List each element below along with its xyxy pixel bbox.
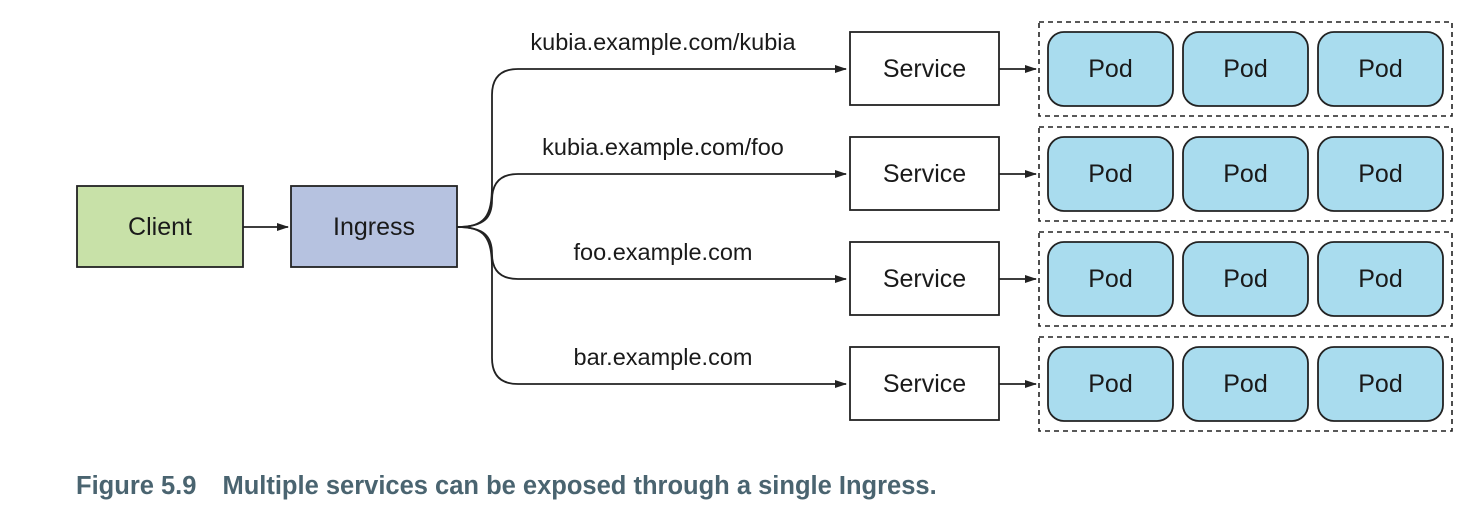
route-4-connector bbox=[456, 226, 847, 388]
route-3-pod-3-label: Pod bbox=[1358, 265, 1402, 293]
route-2-connector bbox=[456, 170, 847, 228]
ingress-label: Ingress bbox=[333, 213, 415, 241]
route-4-pod-1 bbox=[1047, 346, 1174, 422]
route-3-pod-3 bbox=[1317, 241, 1444, 317]
route-4-service-box bbox=[849, 346, 1000, 421]
route-3-pod-group bbox=[1038, 231, 1453, 327]
route-1-pod-3-label: Pod bbox=[1358, 55, 1402, 83]
route-4-pod-2-label: Pod bbox=[1223, 370, 1267, 398]
client-box bbox=[76, 185, 244, 268]
route-3: foo.example.com Service Pod Pod Pod bbox=[456, 226, 1453, 327]
route-3-pod-2 bbox=[1182, 241, 1309, 317]
ingress-box bbox=[290, 185, 458, 268]
route-3-pod-1 bbox=[1047, 241, 1174, 317]
figure-caption: Figure 5.9 Multiple services can be expos… bbox=[76, 472, 937, 501]
route-4-pod-3 bbox=[1317, 346, 1444, 422]
route-4-pod-2 bbox=[1182, 346, 1309, 422]
client-label: Client bbox=[128, 213, 192, 241]
route-1-pod-group bbox=[1038, 21, 1453, 117]
route-3-service-label: Service bbox=[883, 265, 966, 293]
route-2-pod-2 bbox=[1182, 136, 1309, 212]
route-3-pod-1-label: Pod bbox=[1088, 265, 1132, 293]
route-2-rule: kubia.example.com/foo bbox=[542, 134, 784, 160]
route-4-rule: bar.example.com bbox=[574, 344, 753, 370]
route-2-service-label: Service bbox=[883, 160, 966, 188]
route-2-pod-1-label: Pod bbox=[1088, 160, 1132, 188]
ingress-routing-diagram: Client Ingress kubia.example.com/kubia S… bbox=[76, 21, 1453, 432]
route-4: bar.example.com Service Pod Pod Pod bbox=[456, 226, 1453, 432]
route-1: kubia.example.com/kubia Service Pod Pod … bbox=[456, 21, 1453, 228]
route-4-pod-group bbox=[1038, 336, 1453, 432]
route-1-pod-3 bbox=[1317, 31, 1444, 107]
route-2-pod-group bbox=[1038, 126, 1453, 222]
route-2: kubia.example.com/foo Service Pod Pod Po… bbox=[456, 126, 1453, 228]
route-3-pod-2-label: Pod bbox=[1223, 265, 1267, 293]
route-1-pod-1-label: Pod bbox=[1088, 55, 1132, 83]
figure-number: Figure 5.9 bbox=[76, 472, 197, 500]
route-1-pod-2 bbox=[1182, 31, 1309, 107]
route-2-pod-3 bbox=[1317, 136, 1444, 212]
route-2-pod-3-label: Pod bbox=[1358, 160, 1402, 188]
route-1-service-box bbox=[849, 31, 1000, 106]
figure-caption-text: Multiple services can be exposed through… bbox=[222, 472, 937, 500]
route-1-service-label: Service bbox=[883, 55, 966, 83]
route-1-pod-2-label: Pod bbox=[1223, 55, 1267, 83]
route-2-service-box bbox=[849, 136, 1000, 211]
route-2-pod-2-label: Pod bbox=[1223, 160, 1267, 188]
route-4-service-label: Service bbox=[883, 370, 966, 398]
client-node: Client bbox=[76, 185, 244, 268]
route-3-rule: foo.example.com bbox=[574, 239, 753, 265]
route-2-pod-1 bbox=[1047, 136, 1174, 212]
route-4-pod-3-label: Pod bbox=[1358, 370, 1402, 398]
route-3-service-box bbox=[849, 241, 1000, 316]
route-1-pod-1 bbox=[1047, 31, 1174, 107]
route-4-pod-1-label: Pod bbox=[1088, 370, 1132, 398]
route-1-rule: kubia.example.com/kubia bbox=[530, 29, 796, 55]
ingress-node: Ingress bbox=[290, 185, 458, 268]
